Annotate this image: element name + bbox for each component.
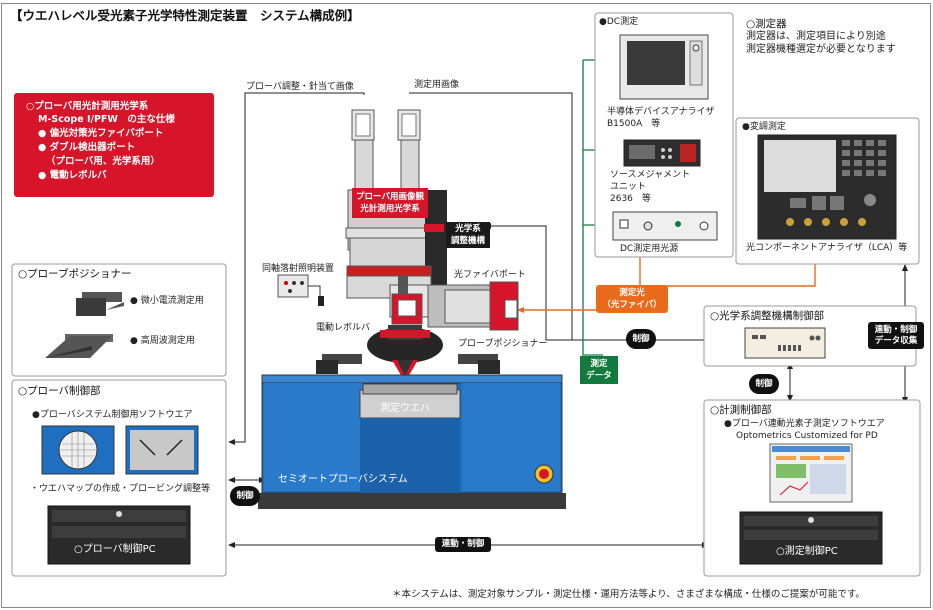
microscope-red-label: プローバ用画像観 光計測用光学系 <box>352 188 428 218</box>
microscope-drawing <box>277 109 519 382</box>
control-badge-left: 制御 <box>230 486 260 506</box>
linked-data-badge: 連動・制御 データ収集 <box>868 322 924 349</box>
optics-control-title: ○光学系調整機構制御部 <box>710 310 825 322</box>
mod-title: ●変調測定 <box>742 122 786 132</box>
prober-control-software: ●プローバシステム制御用ソフトウエア <box>32 410 193 420</box>
measure-software-1: ●プローバ連動光素子測定ソフトウエア <box>724 419 885 429</box>
linked-data-line-2: データ収集 <box>874 336 918 346</box>
coaxial-illum-label: 同軸落射照明装置 <box>262 264 335 274</box>
prober-pc-label: ○プローバ制御PC <box>74 544 156 555</box>
instrument-note-title: ○測定器 <box>746 18 787 30</box>
positioner-item-2: ● 高周波測定用 <box>130 336 195 346</box>
prober-system-label: セミオートプローバシステム <box>278 474 408 485</box>
positioner-panel <box>11 263 227 377</box>
measure-light-line-2: （光ファイバ） <box>602 300 662 310</box>
revolver-label: 電動レボルバ <box>316 323 371 333</box>
smu-label-2: ユニット <box>610 182 647 192</box>
measure-pc-label: ○測定制御PC <box>776 546 838 557</box>
measure-light-tag: 測定光 （光ファイバ） <box>596 285 668 313</box>
spec-line-4: ● ダブル検出器ポート <box>38 142 136 153</box>
linked-control-badge: 連動・制御 <box>435 537 491 552</box>
probe-view-label: プローバ調整・針当て画像 <box>246 82 354 92</box>
optics-adjust-line-2: 調整機構 <box>450 236 485 246</box>
footnote: ＊本システムは、測定対象サンプル・測定仕様・運用方法等より、さまざまな構成・仕様… <box>392 589 865 600</box>
smu-label-1: ソースメジャメント <box>610 170 691 180</box>
control-badge-right: 制御 <box>749 374 779 394</box>
positioner-item-1: ● 微小電流測定用 <box>130 296 204 306</box>
analyzer-label-2: B1500A 等 <box>607 119 661 129</box>
modulation-measurement-box <box>735 117 920 265</box>
prober-control-features: ・ウエハマップの作成・プロービング調整等 <box>30 484 211 494</box>
analyzer-label-1: 半導体デバイスアナライザ <box>607 107 715 117</box>
fiber-port-label: 光ファイバポート <box>454 270 526 280</box>
prober-control-title: ○プローバ制御部 <box>18 385 101 397</box>
measure-data-line-2: データ <box>586 371 612 381</box>
spec-line-1: ○プローバ用光計測用光学系 <box>26 101 149 112</box>
control-badge-center: 制御 <box>626 329 656 349</box>
optics-control-box <box>703 305 917 367</box>
smu-label-3: 2636 等 <box>610 194 651 204</box>
dc-measurement-box <box>594 12 734 258</box>
measure-control-title: ○計測制御部 <box>710 404 772 416</box>
measure-data-line-1: 測定 <box>590 359 608 369</box>
spec-line-2: M-Scope I/PFW の主な仕様 <box>38 114 175 125</box>
positioner-label: プローブポジショナー <box>458 339 548 349</box>
measure-view-label: 測定用画像 <box>414 80 460 90</box>
outer-frame <box>1 3 931 608</box>
optics-adjust-line-1: 光学系 <box>455 224 481 234</box>
instrument-note-line-1: 測定器は、測定項目により別途 <box>746 31 886 42</box>
measure-software-2: Optometrics Customized for PD <box>736 431 878 441</box>
dc-title: ●DC測定 <box>599 17 639 27</box>
orange-arrow <box>517 307 524 313</box>
red-label-line-2: 光計測用光学系 <box>360 204 420 214</box>
spec-line-6: ● 電動レボルバ <box>38 170 107 181</box>
instrument-note-line-2: 測定器機種選定が必要となります <box>746 44 896 55</box>
wafer-label: 測定ウエハ <box>380 403 430 414</box>
spec-line-3: ● 偏光対策光ファイバポート <box>38 128 164 139</box>
linked-data-line-1: 連動・制御 <box>874 325 918 335</box>
positioner-panel-title: ○プローブポジショナー <box>18 268 132 280</box>
light-source-label: DC測定用光源 <box>620 244 679 254</box>
prober-control-panel <box>11 379 227 577</box>
page-title: 【ウエハレベル受光素子光学特性測定装置 システム構成例】 <box>10 8 360 23</box>
lca-label: 光コンポーネントアナライザ（LCA）等 <box>746 243 908 253</box>
optics-adjust-label: 光学系 調整機構 <box>446 222 490 248</box>
measure-light-line-1: 測定光 <box>619 288 645 298</box>
measure-data-tag: 測定 データ <box>580 356 618 384</box>
prober-body-drawing <box>258 374 566 509</box>
red-label-line-1: プローバ用画像観 <box>356 192 424 202</box>
spec-box: ○プローバ用光計測用光学系 M-Scope I/PFW の主な仕様 ● 偏光対策… <box>14 93 214 197</box>
spec-line-5: （プローバ用、光学系用） <box>46 156 160 167</box>
measurement-control-panel <box>703 399 921 577</box>
